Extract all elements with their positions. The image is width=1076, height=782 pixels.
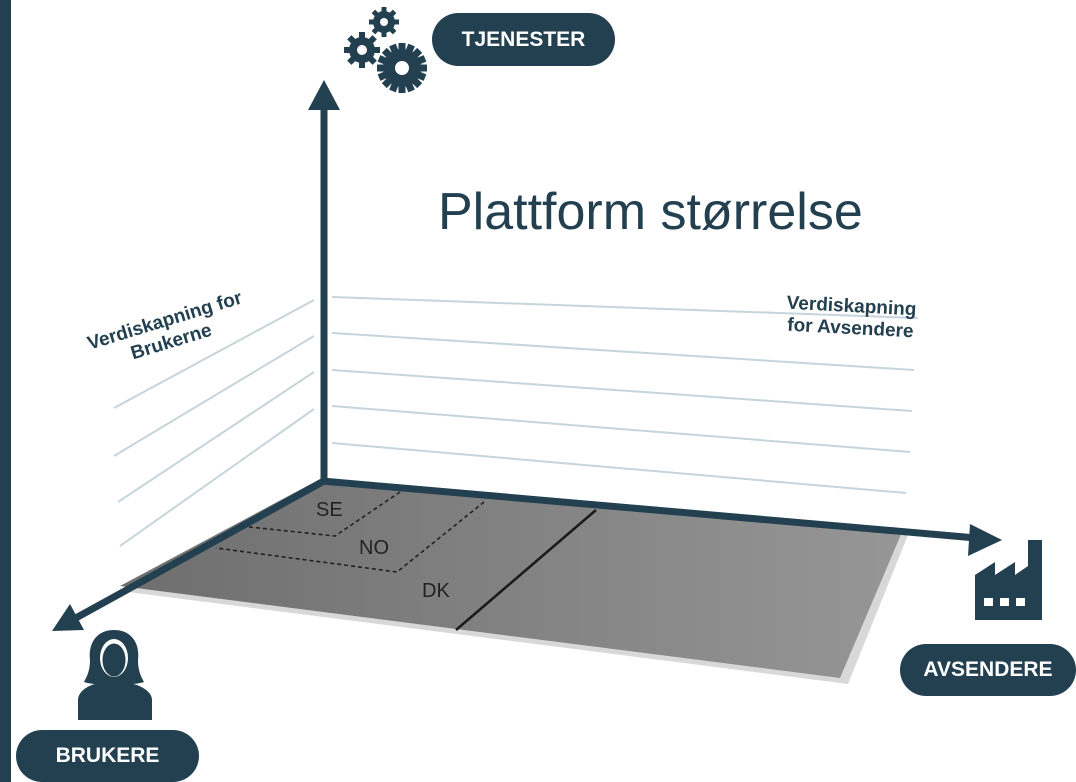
- right-axis-label-senders: AVSENDERE: [900, 644, 1076, 696]
- left-axis-arrowhead: [52, 604, 84, 631]
- region-label-dk: DK: [422, 580, 450, 602]
- floor-plane: [120, 478, 902, 678]
- vertical-axis-label-services: TJENESTER: [432, 13, 615, 66]
- right-axis-arrowhead: [968, 524, 1002, 556]
- right-value-label: Verdiskapning for Avsendere: [785, 293, 917, 344]
- region-se-boundary: [239, 491, 401, 537]
- left-wall-gridlines: [113, 299, 315, 547]
- person-icon: [78, 630, 152, 720]
- right-wall-gridlines: [331, 296, 919, 494]
- right-axis-line: [321, 477, 977, 542]
- left-axis-line: [72, 477, 326, 623]
- gears-icon: [344, 7, 427, 93]
- factory-icon: [975, 540, 1042, 620]
- vertical-axis-arrowhead: [308, 80, 340, 110]
- region-no-boundary: [215, 501, 485, 573]
- region-label-no: NO: [359, 537, 389, 559]
- region-dk-divider: [455, 509, 597, 631]
- diagram-title: Plattform størrelse: [438, 183, 863, 241]
- region-label-se: SE: [316, 499, 343, 521]
- left-axis-label-users: BRUKERE: [16, 730, 199, 782]
- left-accent-bar: [0, 0, 11, 782]
